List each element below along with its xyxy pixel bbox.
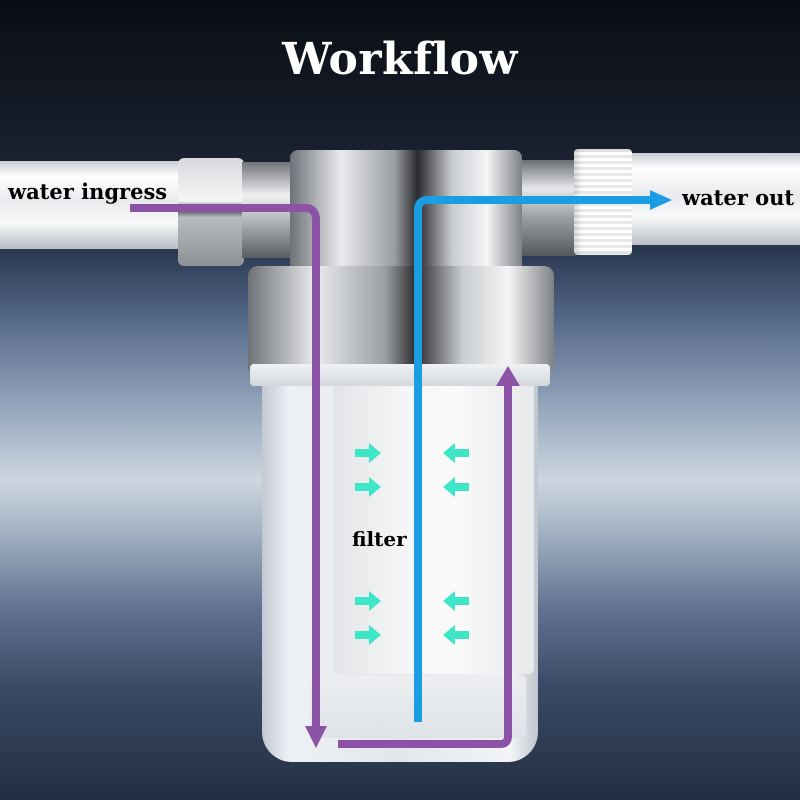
right-arrow-icon	[355, 443, 381, 463]
diagram-title: Workflow	[282, 34, 518, 85]
inlet-label: water ingress	[8, 179, 168, 204]
left-arrow-icon	[443, 477, 469, 497]
down-arrow-icon	[305, 726, 327, 748]
right-arrow-icon	[355, 477, 381, 497]
right-arrow-icon	[355, 591, 381, 611]
right-arrow-icon	[355, 625, 381, 645]
outflow-path	[414, 190, 672, 722]
left-arrow-icon	[443, 591, 469, 611]
outlet-coupling	[520, 160, 576, 256]
left-arrow-icon	[443, 625, 469, 645]
filter-cartridge	[334, 384, 534, 674]
inflow-path	[130, 204, 520, 748]
filter-head	[290, 150, 522, 268]
filter-label: filter	[352, 527, 407, 551]
outlet-label: water out	[682, 185, 795, 210]
bowl-lip	[250, 364, 550, 386]
left-arrow-icon	[443, 443, 469, 463]
up-arrow-icon	[496, 366, 520, 386]
bowl-ring	[248, 266, 554, 372]
right-arrow-icon	[650, 190, 672, 210]
